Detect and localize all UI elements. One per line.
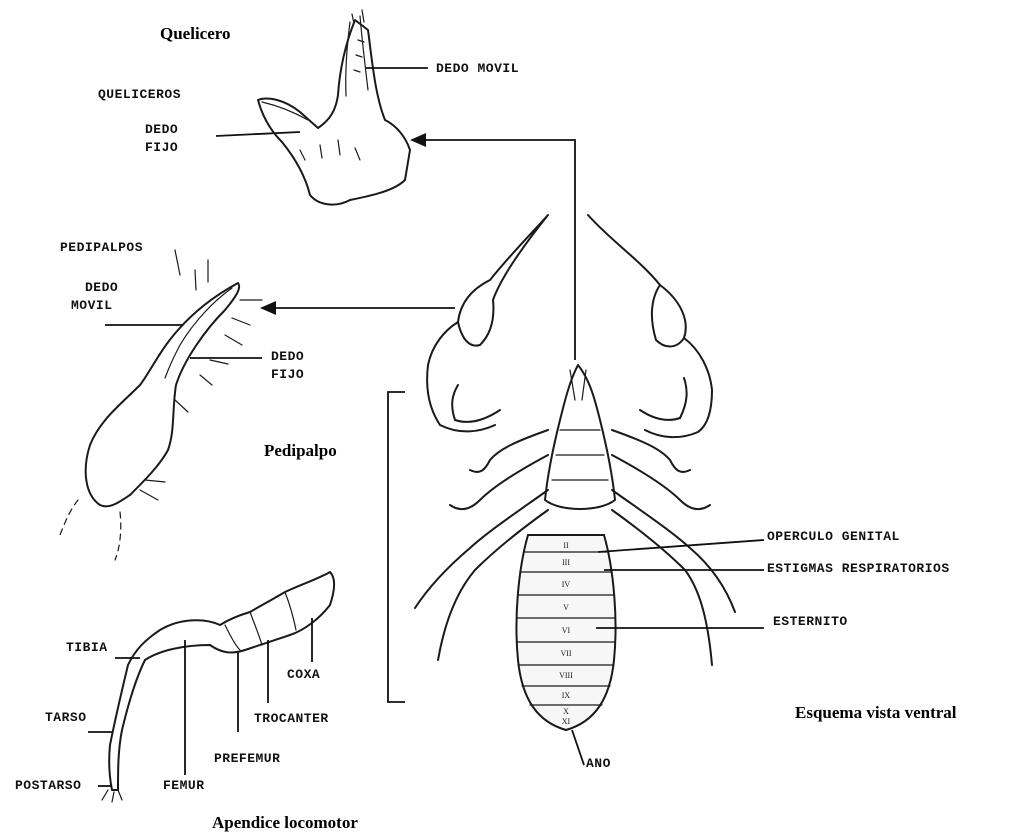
segment-numeral: IX: [562, 691, 571, 700]
label-prefemur: PREFEMUR: [214, 750, 280, 767]
label-dedo-fijo-chelicera-2: FIJO: [145, 139, 178, 156]
label-dedo-movil-pedipalp-2: MOVIL: [71, 297, 113, 314]
label-postarso: POSTARSO: [15, 777, 81, 794]
segment-numeral: II: [563, 541, 569, 550]
label-dedo-fijo-pedipalp-2: FIJO: [271, 366, 304, 383]
prosoma-bracket: [388, 392, 405, 702]
label-tibia: TIBIA: [66, 639, 108, 656]
leg-title: Apendice locomotor: [212, 813, 358, 833]
segment-numeral: VI: [562, 626, 571, 635]
label-dedo-movil-pedipalp-1: DEDO: [85, 279, 118, 296]
label-femur: FEMUR: [163, 777, 205, 794]
label-tarso: TARSO: [45, 709, 87, 726]
segment-numeral: III: [562, 558, 570, 567]
ventral-title: Esquema vista ventral: [795, 703, 957, 723]
segment-numeral: IV: [562, 580, 571, 589]
label-operculo-genital: OPERCULO GENITAL: [767, 528, 900, 545]
label-dedo-movil-chelicera: DEDO MOVIL: [436, 60, 519, 77]
segment-numeral: V: [563, 603, 569, 612]
label-pedipalpos: PEDIPALPOS: [60, 239, 143, 256]
leg-drawing: [102, 572, 334, 802]
chelicera-title: Quelicero: [160, 24, 231, 44]
label-queliceros: QUELICEROS: [98, 86, 181, 103]
leader-lines: [88, 68, 764, 786]
segment-numeral: VII: [560, 649, 571, 658]
arrows: [260, 133, 575, 360]
label-ano: ANO: [586, 755, 611, 772]
label-coxa: COXA: [287, 666, 320, 683]
label-dedo-fijo-pedipalp-1: DEDO: [271, 348, 304, 365]
label-esternito: ESTERNITO: [773, 613, 848, 630]
pedipalp-title: Pedipalpo: [264, 441, 337, 461]
chelicera-drawing: [258, 10, 410, 205]
segment-numeral: X: [563, 707, 569, 716]
label-estigmas-respiratorios: ESTIGMAS RESPIRATORIOS: [767, 560, 950, 577]
label-trocanter: TROCANTER: [254, 710, 329, 727]
label-dedo-fijo-chelicera-1: DEDO: [145, 121, 178, 138]
segment-numeral: XI: [562, 717, 571, 726]
segment-numeral: VIII: [559, 671, 573, 680]
